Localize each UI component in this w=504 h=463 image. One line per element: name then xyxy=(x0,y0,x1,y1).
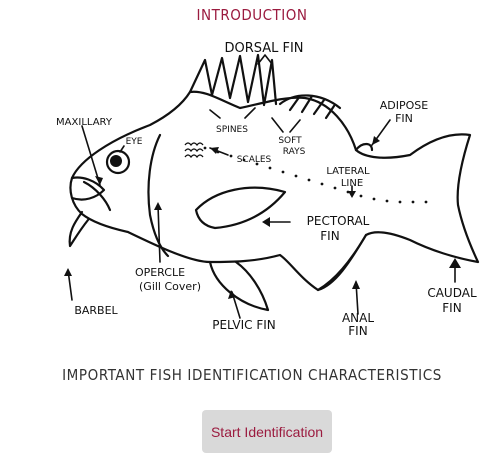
label-adipose-fin: ADIPOSE xyxy=(380,99,429,112)
label-opercle: OPERCLE xyxy=(135,266,185,279)
label-opercle-2: (Gill Cover) xyxy=(139,280,201,293)
start-identification-button[interactable]: Start Identification xyxy=(202,410,332,453)
soft-dorsal-rays xyxy=(278,94,342,120)
label-maxillary: MAXILLARY xyxy=(56,117,113,128)
maxillary-bone xyxy=(82,180,112,212)
pointer-opercle xyxy=(157,204,161,263)
pointer-dorsal xyxy=(257,54,273,65)
pointer-soft-rays xyxy=(271,117,301,133)
page-title: INTRODUCTION xyxy=(196,6,308,24)
scales-pattern xyxy=(184,142,204,159)
fish-pupil xyxy=(110,155,122,167)
label-soft-rays: SOFT xyxy=(278,136,302,146)
label-eye: EYE xyxy=(126,137,143,147)
label-anal-fin: ANAL xyxy=(342,311,374,325)
pointer-maxillary xyxy=(81,125,101,186)
lateral-line-dots xyxy=(203,146,428,204)
label-pectoral-fin-2: FIN xyxy=(320,229,339,243)
label-dorsal-fin: DORSAL FIN xyxy=(224,41,303,56)
pectoral-fin xyxy=(194,186,287,230)
adipose-fin xyxy=(354,142,374,152)
label-caudal-fin-2: FIN xyxy=(442,301,461,315)
label-spines: SPINES xyxy=(216,125,248,135)
label-lateral-line-2: LINE xyxy=(341,178,363,189)
pointer-spines xyxy=(209,107,256,119)
fish-body-outline xyxy=(69,90,480,292)
label-caudal-fin: CAUDAL xyxy=(427,286,477,300)
dorsal-spines xyxy=(188,53,278,107)
opercle xyxy=(147,133,170,258)
barbel xyxy=(68,210,90,248)
fish-eye xyxy=(105,149,131,175)
pointer-eye xyxy=(119,145,125,153)
anal-fin xyxy=(316,233,368,292)
label-adipose-fin-2: FIN xyxy=(395,112,413,125)
pelvic-fin xyxy=(208,260,270,312)
fish-anatomy-diagram: DORSAL FIN ADIPOSE FIN MAXILLARY EYE SPI… xyxy=(56,41,480,338)
label-lateral-line: LATERAL xyxy=(326,166,370,177)
mouth xyxy=(70,176,106,201)
label-pectoral-fin: PECTORAL xyxy=(307,214,370,228)
label-scales: SCALES xyxy=(237,155,272,165)
label-barbel: BARBEL xyxy=(74,304,118,317)
label-soft-rays-2: RAYS xyxy=(283,147,306,157)
label-anal-fin-2: FIN xyxy=(348,324,367,338)
section-caption: IMPORTANT FISH IDENTIFICATION CHARACTERI… xyxy=(62,366,442,384)
label-pelvic-fin: PELVIC FIN xyxy=(212,318,276,332)
